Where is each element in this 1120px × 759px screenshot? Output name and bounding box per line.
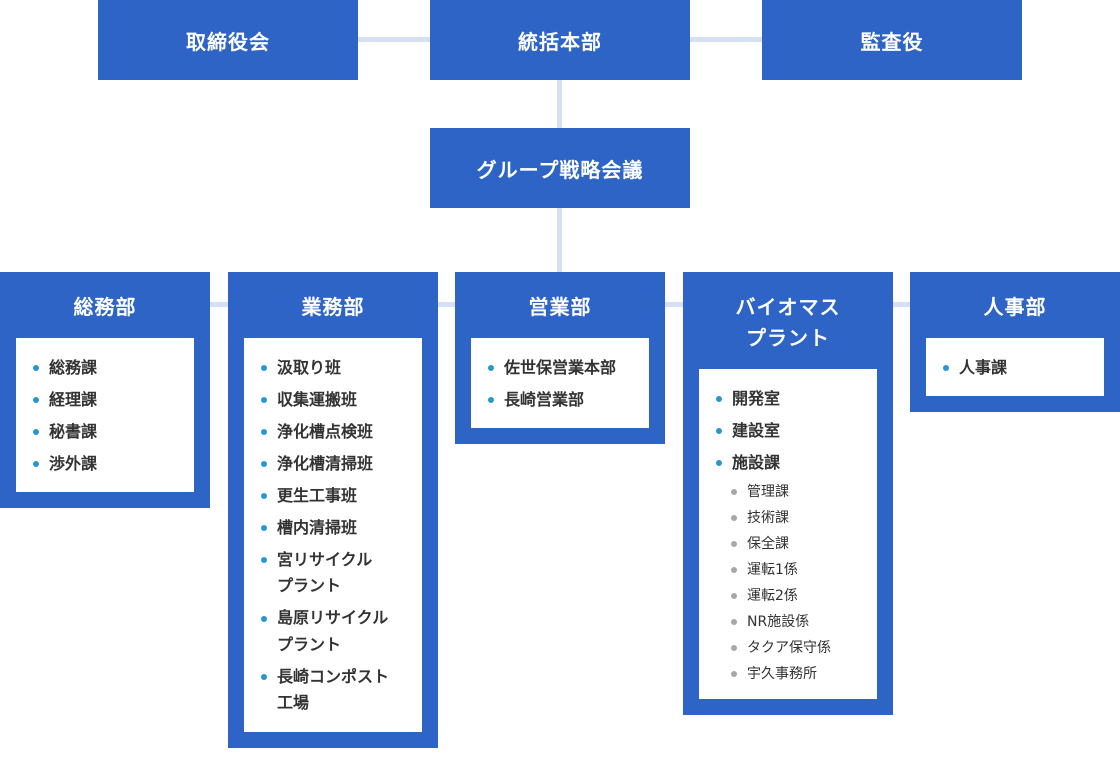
auditor-box: 監査役 [762, 0, 1022, 80]
sub-list-item: 保全課 [715, 531, 877, 557]
board-of-directors-box: 取締役会 [98, 0, 358, 80]
dept-human-resources: 人事部 人事課 [910, 272, 1120, 412]
list-item: 開発室 [715, 383, 877, 415]
dept-title: 営業部 [528, 295, 592, 319]
sub-list-item: 管理課 [715, 479, 877, 505]
list-item: 建設室 [715, 415, 877, 447]
sub-list-item: タクア保守係 [715, 635, 877, 661]
list-item: 槽内清掃班 [260, 512, 422, 544]
list-item: 収集運搬班 [260, 384, 422, 416]
dept-title: バイオマス プラント [735, 295, 841, 350]
sub-list-item: 運転2係 [715, 583, 877, 609]
list-item: 浄化槽清掃班 [260, 448, 422, 480]
list-item: 宮リサイクル プラント [260, 544, 422, 603]
sub-list-item: 運転1係 [715, 557, 877, 583]
dept-list: 総務課 経理課 秘書課 渉外課 [16, 338, 194, 492]
list-item: 浄化槽点検班 [260, 416, 422, 448]
dept-title: 人事部 [983, 295, 1047, 319]
dept-list: 開発室 建設室 施設課 管理課 技術課 保全課 運転1係 運転2係 NR施設係 … [699, 369, 877, 699]
connector-hq-auditor [690, 37, 762, 42]
dept-list: 汲取り班 収集運搬班 浄化槽点検班 浄化槽清掃班 更生工事班 槽内清掃班 宮リサ… [244, 338, 422, 732]
dept-list: 佐世保営業本部 長崎営業部 [471, 338, 649, 428]
dept-operations: 業務部 汲取り班 収集運搬班 浄化槽点検班 浄化槽清掃班 更生工事班 槽内清掃班… [228, 272, 438, 748]
list-item: 汲取り班 [260, 352, 422, 384]
connector-board-hq [358, 37, 430, 42]
connector-hq-strategy [557, 80, 562, 128]
list-item: 佐世保営業本部 [487, 352, 649, 384]
headquarters-box: 統括本部 [430, 0, 690, 80]
sub-list-item: 宇久事務所 [715, 661, 877, 687]
list-item: 渉外課 [32, 448, 194, 480]
list-item: 人事課 [942, 352, 1104, 384]
dept-title: 総務部 [73, 295, 137, 319]
connector-strategy-depts [557, 208, 562, 272]
list-item: 島原リサイクル プラント [260, 603, 422, 662]
list-item: 経理課 [32, 384, 194, 416]
dept-title: 業務部 [301, 295, 365, 319]
dept-list: 人事課 [926, 338, 1104, 396]
list-item: 長崎営業部 [487, 384, 649, 416]
list-item: 施設課 [715, 447, 877, 479]
list-item: 秘書課 [32, 416, 194, 448]
dept-general-affairs: 総務部 総務課 経理課 秘書課 渉外課 [0, 272, 210, 508]
sub-list-item: NR施設係 [715, 609, 877, 635]
list-item: 更生工事班 [260, 480, 422, 512]
sub-list-item: 技術課 [715, 505, 877, 531]
group-strategy-meeting-box: グループ戦略会議 [430, 128, 690, 208]
dept-sales: 営業部 佐世保営業本部 長崎営業部 [455, 272, 665, 444]
list-item: 長崎コンポスト 工場 [260, 661, 422, 720]
dept-biomass-plant: バイオマス プラント 開発室 建設室 施設課 管理課 技術課 保全課 運転1係 … [683, 272, 893, 715]
list-item: 総務課 [32, 352, 194, 384]
